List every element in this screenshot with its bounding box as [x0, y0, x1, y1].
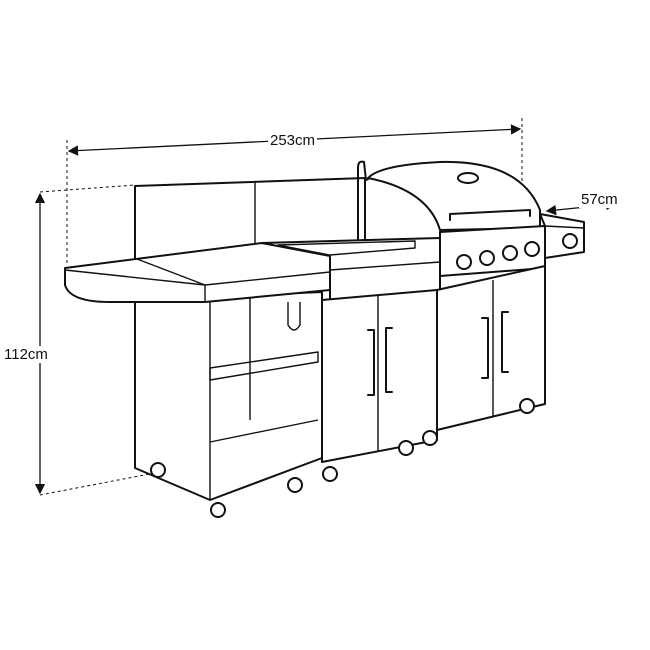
height-label: 112cm — [2, 346, 50, 363]
grill-control-panel — [439, 225, 546, 277]
side-burner-knob-icon[interactable] — [562, 233, 578, 249]
knob-icon — [479, 250, 495, 266]
burner-knobs[interactable] — [456, 241, 540, 270]
grill-hood — [367, 160, 541, 240]
left-cabinet — [134, 291, 323, 501]
knob-icon — [502, 245, 518, 261]
width-label: 253cm — [268, 132, 318, 149]
knob-icon — [524, 241, 540, 257]
grill-cabinet — [436, 265, 546, 431]
caster-wheels — [150, 398, 535, 518]
left-countertop — [64, 242, 331, 303]
thermometer-icon — [457, 172, 479, 184]
hood-handle[interactable] — [449, 209, 531, 221]
depth-label: 57cm — [579, 191, 620, 208]
side-burner — [539, 213, 585, 259]
knob-icon — [456, 254, 472, 270]
sink-cabinet — [321, 289, 438, 463]
